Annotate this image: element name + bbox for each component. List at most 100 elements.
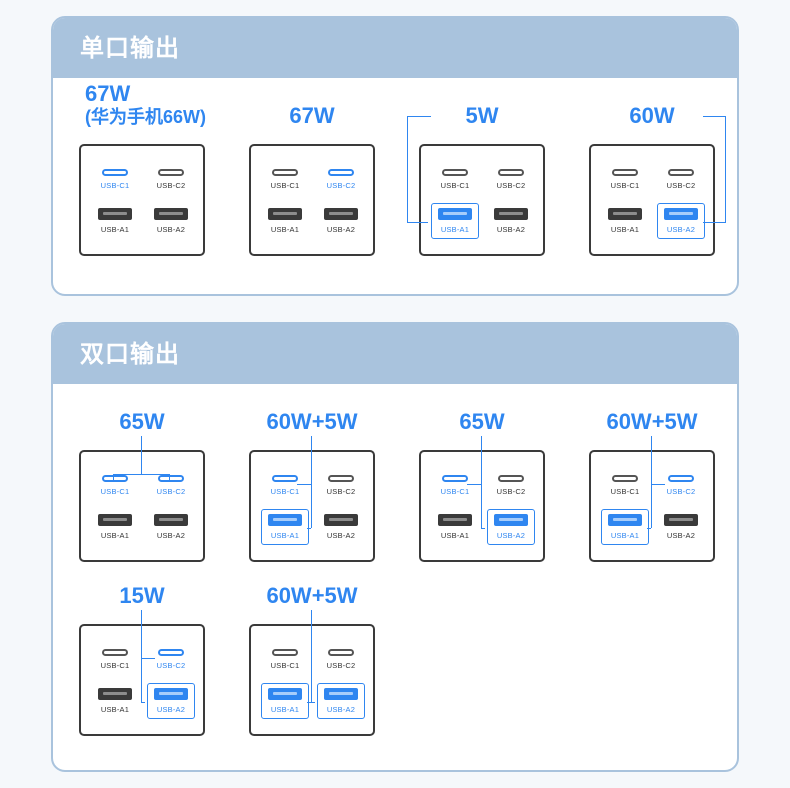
dual-output-title: 双口输出 (53, 324, 737, 384)
usb-c-port-icon (498, 475, 524, 482)
port-c2: USB-C2 (656, 475, 706, 496)
port-a2: USB-A2 (486, 208, 536, 234)
usb-a-port-icon (438, 208, 472, 220)
connector-line (407, 222, 428, 224)
port-a2: USB-A2 (316, 208, 366, 234)
connector-line (703, 116, 725, 118)
connector-line (651, 436, 653, 528)
active-port-highlight (657, 203, 705, 239)
usb-c-port-icon (498, 169, 524, 176)
connector-line (113, 474, 115, 482)
port-a1: USB-A1 (90, 514, 140, 540)
port-label: USB-C2 (496, 181, 526, 190)
port-label: USB-A2 (666, 225, 696, 234)
wattage-label: 67W (289, 103, 335, 128)
connector-line (307, 528, 311, 530)
port-a1: USB-A1 (600, 514, 650, 540)
port-a1: USB-A1 (430, 208, 480, 234)
active-port-highlight (261, 509, 309, 545)
wattage-label: 60W+5W (266, 583, 358, 608)
usb-a-port-icon (98, 688, 132, 700)
port-a2: USB-A2 (316, 688, 366, 714)
port-a2: USB-A2 (146, 514, 196, 540)
port-a2: USB-A2 (316, 514, 366, 540)
port-label: USB-A2 (326, 225, 356, 234)
port-label: USB-C2 (156, 181, 186, 190)
usb-c-port-icon (158, 169, 184, 176)
port-label: USB-A1 (270, 531, 300, 540)
port-c2: USB-C2 (486, 475, 536, 496)
usb-a-port-icon (268, 208, 302, 220)
usb-a-port-icon (664, 208, 698, 220)
port-label: USB-C2 (326, 661, 356, 670)
port-label: USB-A2 (496, 225, 526, 234)
connector-line (481, 436, 483, 528)
active-port-highlight (261, 683, 309, 719)
port-c2: USB-C2 (316, 475, 366, 496)
connector-line (703, 222, 725, 224)
port-label: USB-C1 (100, 661, 130, 670)
port-c1: USB-C1 (260, 475, 310, 496)
usb-c-port-icon (272, 649, 298, 656)
usb-c-port-icon (328, 649, 354, 656)
port-label: USB-C1 (440, 181, 470, 190)
connector-line (297, 484, 311, 486)
port-a1: USB-A1 (600, 208, 650, 234)
port-a2: USB-A2 (146, 688, 196, 714)
port-c2: USB-C2 (146, 649, 196, 670)
wattage-label: 60W+5W (606, 409, 698, 434)
port-label: USB-A1 (440, 531, 470, 540)
port-label: USB-C2 (156, 661, 186, 670)
port-label: USB-A1 (100, 705, 130, 714)
port-a1: USB-A1 (260, 514, 310, 540)
wattage-label: 60W (629, 103, 675, 128)
port-c1: USB-C1 (90, 649, 140, 670)
active-port-highlight (147, 683, 195, 719)
connector-line (467, 484, 481, 486)
port-c2: USB-C2 (146, 169, 196, 190)
usb-c-port-icon (668, 475, 694, 482)
port-c1: USB-C1 (90, 169, 140, 190)
usb-c-port-icon (612, 475, 638, 482)
usb-a-port-icon (494, 514, 528, 526)
port-label: USB-C2 (326, 181, 356, 190)
port-label: USB-A1 (270, 225, 300, 234)
usb-a-port-icon (154, 208, 188, 220)
port-c2: USB-C2 (486, 169, 536, 190)
active-port-highlight (601, 509, 649, 545)
port-c1: USB-C1 (260, 649, 310, 670)
wattage-label: 60W+5W (266, 409, 358, 434)
connector-line (407, 116, 431, 118)
usb-a-port-icon (608, 514, 642, 526)
usb-a-port-icon (324, 688, 358, 700)
port-label: USB-C1 (100, 487, 130, 496)
port-label: USB-C1 (270, 661, 300, 670)
connector-line (651, 484, 665, 486)
connector-line (311, 436, 313, 528)
port-label: USB-A2 (496, 531, 526, 540)
connector-line (307, 702, 315, 704)
port-label: USB-C1 (270, 181, 300, 190)
usb-a-port-icon (98, 208, 132, 220)
usb-c-port-icon (668, 169, 694, 176)
port-label: USB-C1 (440, 487, 470, 496)
usb-a-port-icon (664, 514, 698, 526)
usb-c-port-icon (158, 475, 184, 482)
port-label: USB-A1 (610, 225, 640, 234)
port-a1: USB-A1 (260, 688, 310, 714)
wattage-note: (华为手机66W) (85, 107, 206, 127)
connector-line (141, 702, 145, 704)
connector-line (141, 658, 155, 660)
port-label: USB-A1 (100, 531, 130, 540)
port-label: USB-A2 (156, 705, 186, 714)
connector-line (647, 528, 651, 530)
wattage-label: 5W (465, 103, 499, 128)
port-c2: USB-C2 (146, 475, 196, 496)
port-a1: USB-A1 (90, 208, 140, 234)
port-label: USB-A2 (326, 705, 356, 714)
port-label: USB-A2 (156, 225, 186, 234)
